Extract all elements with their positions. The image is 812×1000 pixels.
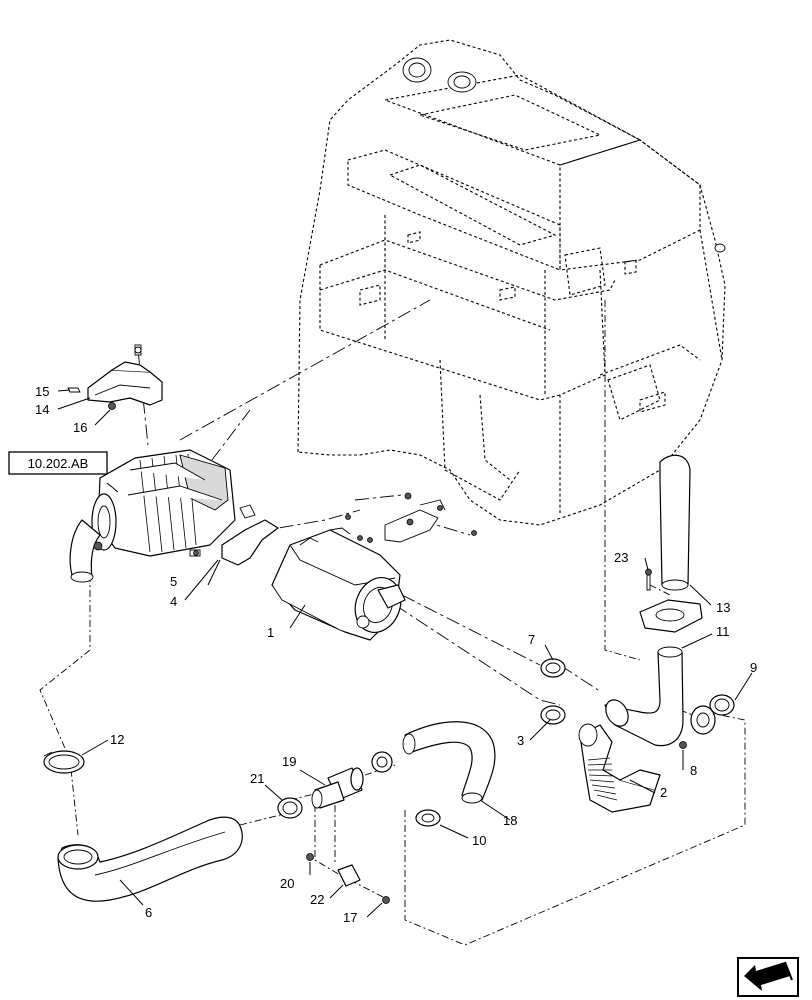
callout-3: 3 — [517, 733, 524, 748]
callout-2: 2 — [660, 785, 667, 800]
clamp-and-bolt — [679, 694, 735, 749]
callout-15: 15 — [35, 384, 49, 399]
hose-coupling — [311, 767, 364, 809]
exhaust-tailpipe — [639, 454, 703, 633]
hose-clamps — [43, 750, 303, 819]
callout-1: 1 — [267, 625, 274, 640]
callout-labels: 1 2 3 4 5 6 7 8 9 10 11 12 13 14 15 16 1… — [35, 384, 757, 925]
hose-support-bracket — [306, 853, 390, 904]
callout-16: 16 — [73, 420, 87, 435]
callout-6: 6 — [145, 905, 152, 920]
callout-20: 20 — [280, 876, 294, 891]
exhaust-clamps — [540, 658, 566, 725]
air-cleaner-assembly — [69, 449, 236, 583]
air-cleaner-mounting-bracket — [67, 344, 163, 410]
callout-23: 23 — [614, 550, 628, 565]
intake-hose — [371, 721, 496, 827]
exhaust-elbow-pipe — [604, 646, 684, 747]
air-intake-hose — [57, 816, 243, 902]
callout-5: 5 — [170, 574, 177, 589]
callout-19: 19 — [282, 754, 296, 769]
callout-21: 21 — [250, 771, 264, 786]
machine-frame — [297, 39, 726, 526]
callout-18: 18 — [503, 813, 517, 828]
flexible-exhaust-pipe — [578, 723, 661, 813]
callout-22: 22 — [310, 892, 324, 907]
callout-leader-lines — [57, 389, 753, 918]
return-arrow-icon[interactable] — [737, 957, 799, 997]
muffler — [271, 527, 406, 641]
assembly-center-lines — [39, 299, 746, 946]
callout-9: 9 — [750, 660, 757, 675]
callout-7: 7 — [528, 632, 535, 647]
callout-12: 12 — [110, 732, 124, 747]
callout-14: 14 — [35, 402, 49, 417]
callout-4: 4 — [170, 594, 177, 609]
callout-8: 8 — [690, 763, 697, 778]
reference-box-label: 10.202.AB — [28, 456, 89, 471]
callout-17: 17 — [343, 910, 357, 925]
callout-11: 11 — [716, 624, 730, 639]
callout-13: 13 — [716, 600, 730, 615]
reference-box[interactable]: 10.202.AB — [8, 451, 108, 475]
callout-10: 10 — [472, 833, 486, 848]
muffler-mounting-hardware — [345, 492, 477, 543]
lower-support-bracket — [189, 504, 279, 566]
